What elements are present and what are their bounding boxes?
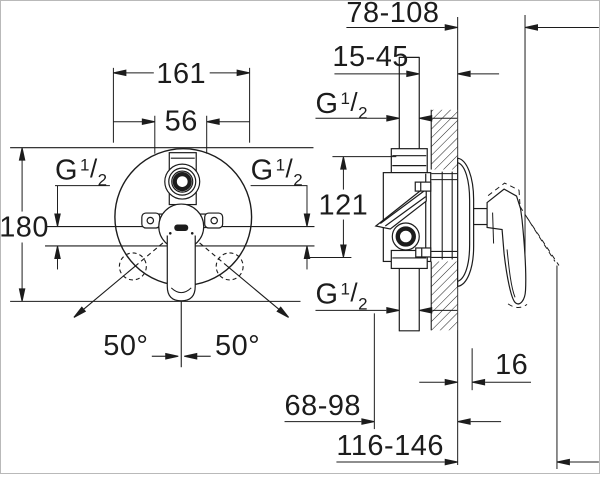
trim-set [141,152,224,302]
dim-161-label: 161 [156,58,206,90]
lever-grip [166,235,196,302]
dim-50-right-label: 50° [215,330,260,362]
inlet-elbow [390,148,428,174]
wall-hatch-upper [431,109,458,170]
dim-overall-height: 180 [0,147,49,302]
dim-78-108-label: 78-108 [346,1,439,29]
handle-phantom [487,182,560,308]
swing-arrow-right [276,306,291,320]
side-view: 78-108 15-45 G1/2 121 [284,0,599,470]
dim-56-label: 56 [165,106,198,138]
ear-hole-left [146,216,155,225]
wall-section [429,109,459,331]
handle-stem [473,207,488,226]
valve-body [374,148,432,270]
dim-hub-width: 56 [113,106,250,154]
dim-body-to-wall: 68-98 [284,390,502,425]
ear-hole-right [210,216,218,225]
escutcheon-profile [457,157,475,288]
dim-concealed-depth: 15-45 [332,41,500,78]
dim-wall-to-handle-max: 116-146 [336,430,599,466]
dim-rosette-depth: 16 [419,349,532,386]
fixing-screw-bottom [415,247,432,258]
dim-plate-diameter: 161 [112,58,251,143]
handle-indicator [174,224,189,232]
dim-15-45-label: 15-45 [332,41,408,73]
dim-50-left-label: 50° [103,330,148,362]
fixing-screw-top [414,181,432,192]
dim-connection-height: 121 [306,156,397,258]
swing-arrow-left [71,306,86,320]
supply-pipes [398,56,420,332]
dim-180-label: 180 [1,212,49,244]
trim-profile [457,157,527,305]
phantom-lever-left [118,252,147,281]
wall-hatch-lower [431,261,458,331]
phantom-lever-right [215,252,244,281]
dim-swing-angles: 50° 50° [103,330,260,362]
dim-16-label: 16 [495,349,528,381]
dim-wall-to-handle: 78-108 [346,0,599,31]
lever-fill [167,235,196,301]
dim-116-146-label: 116-146 [336,430,444,462]
dim-68-98-label: 68-98 [285,390,361,422]
handle-profile [486,188,527,305]
dim-121-label: 121 [319,190,369,222]
